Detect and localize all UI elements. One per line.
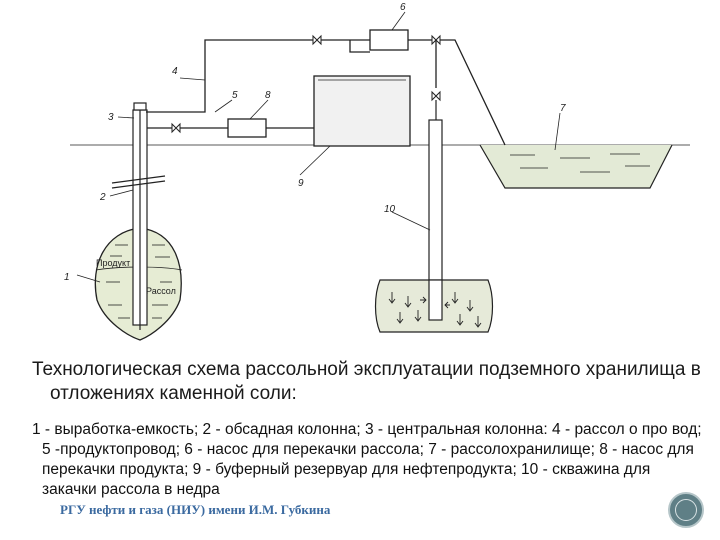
brine-pipeline: [146, 34, 370, 113]
label-9: 9: [298, 178, 304, 189]
buffer-tank: [313, 75, 411, 147]
label-5: 5: [232, 90, 238, 101]
product-pump: [227, 118, 267, 138]
label-6: 6: [400, 2, 406, 13]
storage-scheme-diagram: 1 2 3 4 5 6 7 8 9 10 Продукт Рассол: [64, 2, 690, 341]
label-7: 7: [560, 103, 566, 114]
circle-nav-icon[interactable]: [668, 492, 704, 528]
figure-legend: 1 - выработка-емкость; 2 - обсадная коло…: [32, 421, 702, 498]
figure-title: Технологическая схема рассольной эксплуа…: [32, 359, 701, 404]
label-4: 4: [172, 66, 178, 77]
aquifer-layer: [374, 279, 494, 333]
nav-ring: [675, 499, 697, 521]
label-3: 3: [108, 112, 114, 123]
brine-pump: [369, 29, 409, 51]
label-2: 2: [99, 192, 106, 203]
label-10: 10: [384, 204, 396, 215]
casing-column: [111, 102, 166, 330]
brine-reservoir: [479, 144, 673, 189]
label-1: 1: [64, 272, 70, 283]
product-pipeline: [147, 122, 228, 134]
product-zone-label: Продукт: [96, 258, 130, 268]
brine-zone-label: Рассол: [146, 286, 176, 296]
leader-lines: [76, 11, 561, 283]
footer-university: РГУ нефти и газа (НИУ) имени И.М. Губкин…: [60, 502, 331, 517]
label-8: 8: [265, 90, 271, 101]
